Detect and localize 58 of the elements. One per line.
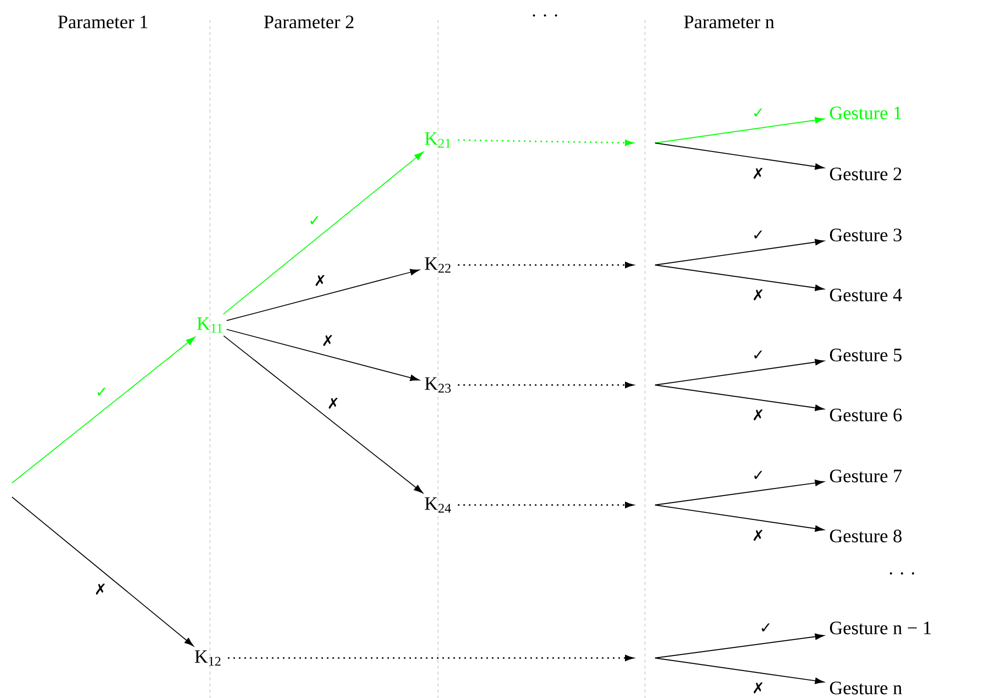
edge-label: ✗ [750, 166, 766, 180]
gesture-label: Gesture 2 [830, 168, 902, 180]
arrow [654, 504, 824, 532]
state-label: K$_{22}$ [424, 257, 450, 273]
gesture-label: Gesture 5 [830, 348, 902, 362]
arrow [654, 384, 824, 412]
edge-label: ✗ [326, 396, 341, 410]
gesture-label: Gesture n [830, 682, 902, 694]
arrow [654, 633, 824, 658]
edge-label: ✗ [320, 334, 336, 348]
gesture-label: Gesture 1 [830, 106, 902, 120]
gesture-label: Gesture n − 1 [830, 622, 931, 634]
state-label: K$_{24}$ [424, 497, 452, 513]
dotted-arrow [458, 382, 634, 388]
arrow [654, 264, 824, 292]
edge-label: ✓ [751, 107, 766, 119]
column-header: Parameter 2 [264, 16, 354, 28]
edge-label: ✗ [93, 582, 108, 596]
edge-label: ✓ [751, 349, 766, 361]
arrow [654, 480, 824, 506]
edge-label: ✓ [751, 470, 766, 482]
arrow [12, 336, 196, 484]
edge-label: ✓ [94, 386, 109, 398]
arrow [654, 658, 824, 684]
state-label: K$_{23}$ [424, 377, 451, 393]
ellipsis: · · · [890, 572, 914, 575]
gesture-label: Gesture 4 [830, 288, 902, 302]
gesture-label: Gesture 6 [830, 408, 902, 422]
gesture-label: Gesture 7 [830, 470, 902, 482]
gesture-label: Gesture 3 [830, 228, 902, 242]
edge-label: ✗ [750, 528, 766, 542]
dotted-arrow [228, 654, 634, 662]
state-label: K$_{12}$ [194, 650, 220, 666]
arrow [654, 142, 824, 170]
edge-label: ✗ [751, 408, 766, 422]
gesture-label: Gesture 8 [830, 530, 902, 542]
arrow [12, 496, 194, 646]
arrow [654, 358, 824, 386]
dotted-arrow [458, 139, 634, 146]
ellipsis: · · · [532, 14, 558, 17]
column-header: Parameter 1 [58, 16, 148, 28]
edge-label: ✓ [751, 229, 766, 241]
arrow [654, 238, 824, 266]
arrow [654, 116, 824, 144]
state-label: K$_{21}$ [424, 132, 450, 148]
edge-label: ✗ [751, 681, 766, 694]
dotted-arrow [458, 262, 634, 268]
edge-label: ✓ [758, 622, 774, 634]
arrow [226, 328, 420, 381]
edge-label: ✗ [751, 288, 766, 302]
arrow [226, 269, 420, 322]
arrow [222, 152, 424, 315]
edge-label: ✗ [312, 274, 328, 288]
state-label: K$_{11}$ [197, 317, 222, 333]
edge-label: ✓ [307, 215, 322, 227]
dotted-arrow [458, 502, 634, 508]
column-header: Parameter n [684, 16, 774, 28]
arrow [223, 335, 424, 494]
